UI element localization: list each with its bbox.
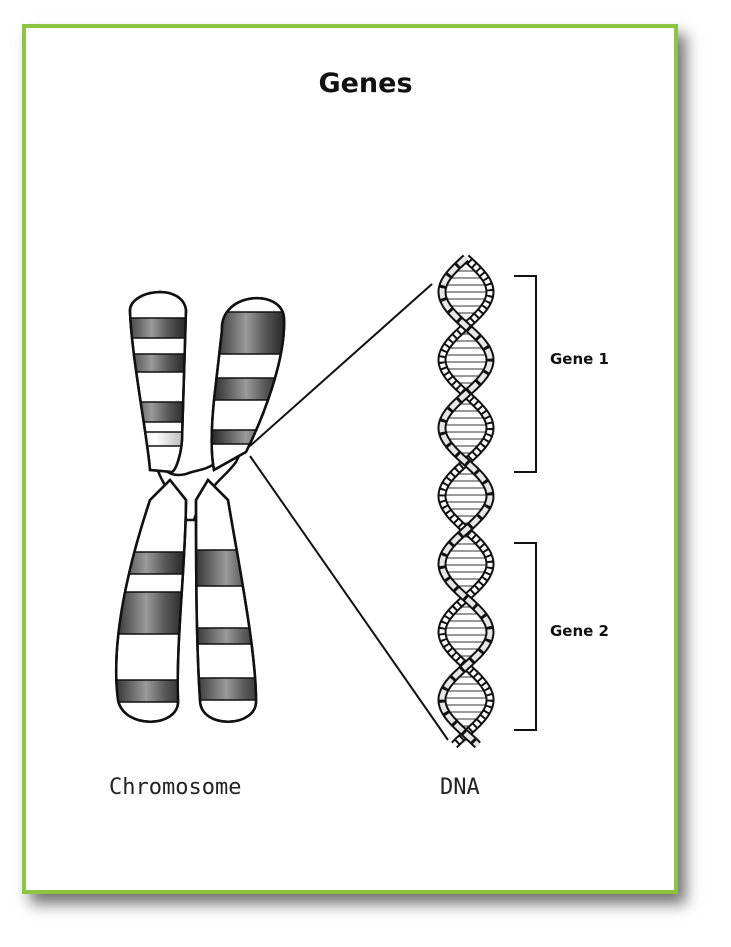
gene-1-label: Gene 1 — [550, 350, 609, 368]
chromosome-icon — [114, 290, 286, 723]
diagram-title: Genes — [318, 68, 413, 99]
gene-2-label: Gene 2 — [550, 622, 609, 640]
chromosome-label: Chromosome — [109, 775, 242, 800]
dna-label: DNA — [440, 775, 480, 800]
gene-2-bracket — [514, 542, 537, 731]
diagram-card — [22, 24, 678, 894]
dna-backbone-fill-2 — [439, 256, 493, 747]
gene-1-bracket — [514, 275, 537, 473]
gene-brackets — [514, 275, 537, 731]
zoom-lines — [249, 283, 449, 741]
dna-double-helix-icon — [437, 254, 495, 749]
